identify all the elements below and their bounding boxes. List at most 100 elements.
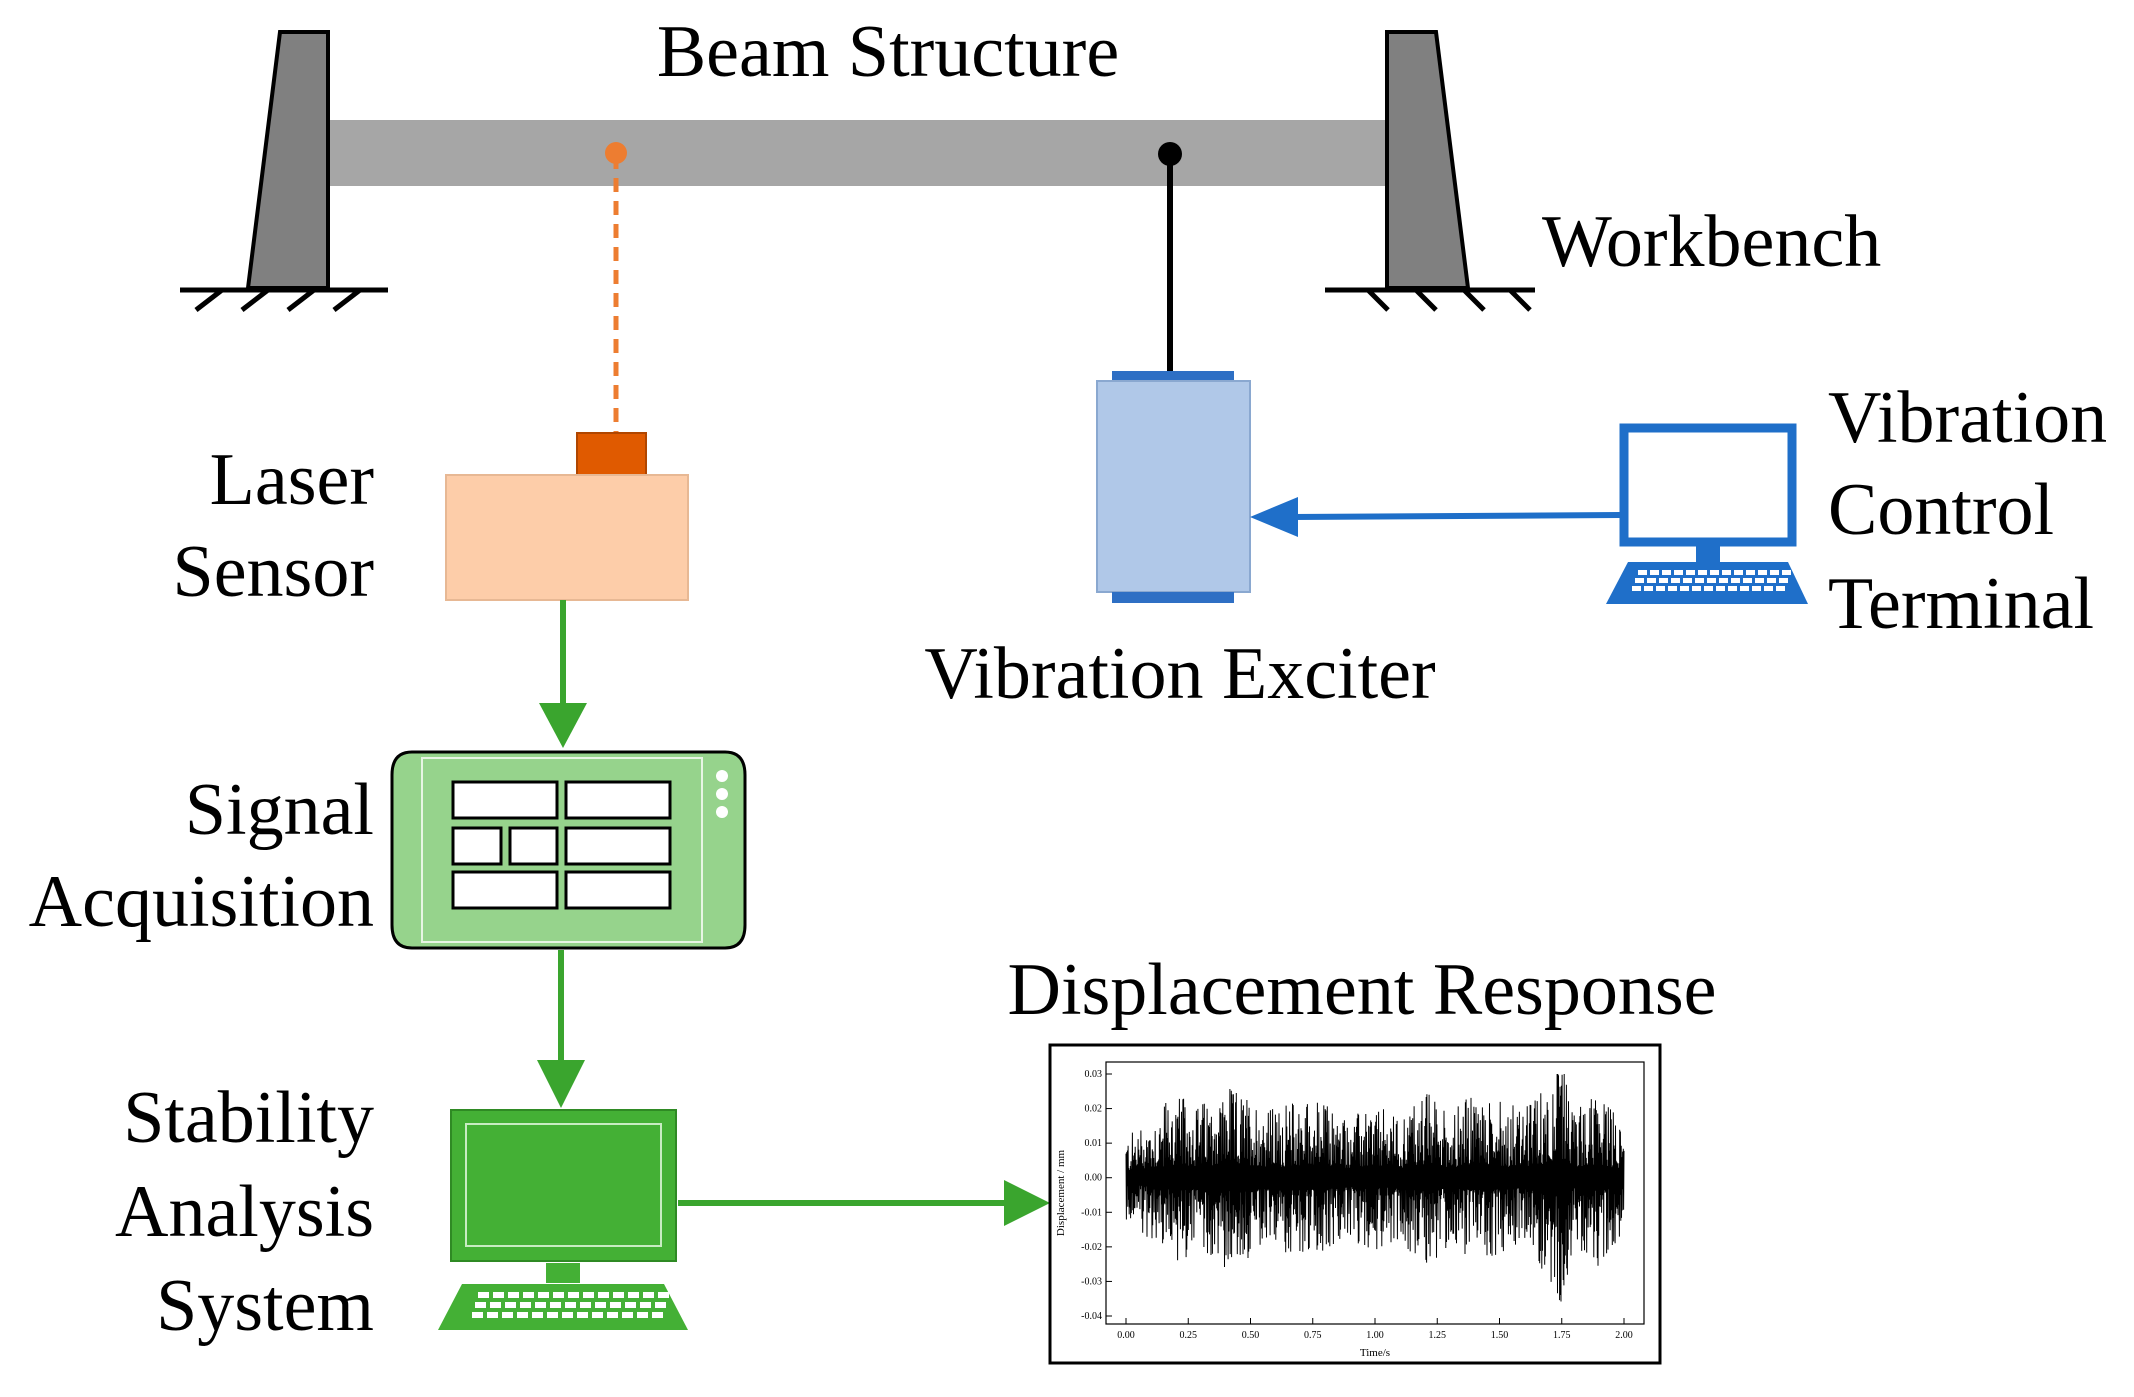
analysis-key	[613, 1292, 624, 1298]
terminal-key	[1716, 586, 1725, 591]
terminal-key	[1743, 578, 1752, 583]
terminal-key	[1752, 586, 1761, 591]
analysis-key	[568, 1292, 579, 1298]
beam-assembly: Beam Structure Workbench	[180, 11, 1881, 312]
y-tick-label: 0.03	[1085, 1069, 1103, 1080]
analysis-key	[583, 1292, 594, 1298]
vibration-exciter: Vibration Exciter	[924, 142, 1436, 715]
y-axis: 0.03 0.02 0.01 0.00 -0.01 -0.02 -0.03 -0.04	[1081, 1069, 1112, 1322]
analysis-key	[655, 1302, 666, 1308]
analysis-key	[490, 1302, 501, 1308]
x-tick-label: 2.00	[1615, 1330, 1633, 1341]
analysis-key	[598, 1292, 609, 1298]
acquisition-label-line1: Signal	[185, 769, 374, 851]
analysis-key	[553, 1292, 564, 1298]
terminal-key	[1668, 586, 1677, 591]
analysis-key	[505, 1302, 516, 1308]
arrow-sensor-to-acquisition-head	[539, 703, 587, 748]
x-tick-label: 1.75	[1553, 1330, 1571, 1341]
terminal-keys	[1632, 570, 1791, 591]
analysis-key	[580, 1302, 591, 1308]
left-ground-icon	[180, 287, 388, 312]
terminal-key	[1647, 578, 1656, 583]
analysis-key	[493, 1292, 504, 1298]
analysis-keys	[472, 1292, 669, 1318]
terminal-key	[1740, 586, 1749, 591]
x-tick-label: 1.25	[1429, 1330, 1447, 1341]
analysis-key	[487, 1312, 498, 1318]
analysis-key	[472, 1312, 483, 1318]
analysis-key	[517, 1312, 528, 1318]
analysis-key	[622, 1312, 633, 1318]
terminal-key	[1656, 586, 1665, 591]
analysis-key	[658, 1292, 669, 1298]
analysis-key	[637, 1312, 648, 1318]
acquisition-screen-frame	[421, 757, 703, 943]
y-tick-label: -0.04	[1081, 1311, 1102, 1322]
analysis-key	[628, 1292, 639, 1298]
y-tick-label: 0.01	[1085, 1138, 1103, 1149]
laser-sensor-head	[576, 432, 647, 476]
analysis-key	[625, 1302, 636, 1308]
x-axis-label: Time/s	[1360, 1347, 1390, 1359]
terminal-label-line2: Control	[1828, 469, 2054, 551]
x-tick-label: 0.75	[1304, 1330, 1322, 1341]
terminal-key	[1722, 570, 1731, 575]
analysis-key	[643, 1292, 654, 1298]
left-support	[245, 30, 330, 290]
terminal-key	[1719, 578, 1728, 583]
analysis-screen-frame	[465, 1123, 662, 1247]
y-tick-label: -0.03	[1081, 1276, 1102, 1287]
displacement-response-title: Displacement Response	[1008, 949, 1717, 1031]
analysis-key	[592, 1312, 603, 1318]
analysis-key	[595, 1302, 606, 1308]
exciter-top-cap	[1112, 371, 1234, 382]
terminal-key	[1710, 570, 1719, 575]
analysis-key	[535, 1302, 546, 1308]
analysis-stand	[546, 1263, 580, 1283]
x-tick-label: 1.50	[1491, 1330, 1509, 1341]
terminal-monitor-icon	[1619, 423, 1797, 547]
laser-measure-point	[605, 142, 627, 164]
terminal-key	[1779, 578, 1788, 583]
terminal-key	[1698, 570, 1707, 575]
terminal-key	[1746, 570, 1755, 575]
series-displacement-line	[1125, 1073, 1625, 1302]
laser-sensor-body	[445, 474, 689, 601]
y-tick-label: 0.02	[1085, 1104, 1103, 1115]
arrow-analysis-to-response-head	[1004, 1180, 1050, 1226]
analysis-key	[547, 1312, 558, 1318]
terminal-key	[1704, 586, 1713, 591]
acquisition-status-leds	[716, 770, 728, 818]
terminal-key	[1638, 570, 1647, 575]
exciter-body	[1096, 380, 1251, 593]
beam	[328, 120, 1388, 186]
stability-analysis-system: Stability Analysis System	[115, 1077, 688, 1347]
terminal-key	[1695, 578, 1704, 583]
analysis-key	[610, 1302, 621, 1308]
beam-structure-label: Beam Structure	[657, 11, 1119, 93]
analysis-key	[652, 1312, 663, 1318]
analysis-label-line2: Analysis	[115, 1171, 374, 1253]
terminal-key	[1635, 578, 1644, 583]
terminal-key	[1707, 578, 1716, 583]
control-arrow-head	[1250, 497, 1298, 537]
terminal-key	[1644, 586, 1653, 591]
analysis-key	[640, 1302, 651, 1308]
x-tick-label: 0.25	[1180, 1330, 1198, 1341]
y-tick-label: -0.02	[1081, 1242, 1102, 1253]
y-tick-label: 0.00	[1085, 1173, 1103, 1184]
exciter-bottom-cap	[1112, 592, 1234, 603]
y-axis-label: Displacement / mm	[1055, 1149, 1067, 1236]
terminal-label-line3: Terminal	[1828, 563, 2094, 645]
terminal-key	[1683, 578, 1692, 583]
analysis-key	[577, 1312, 588, 1318]
terminal-key	[1680, 586, 1689, 591]
acquisition-panels	[451, 780, 672, 910]
y-tick-label: -0.01	[1081, 1207, 1102, 1218]
x-tick-label: 0.50	[1242, 1330, 1260, 1341]
analysis-key	[565, 1302, 576, 1308]
terminal-key	[1770, 570, 1779, 575]
acquisition-label-line2: Acquisition	[29, 861, 374, 943]
